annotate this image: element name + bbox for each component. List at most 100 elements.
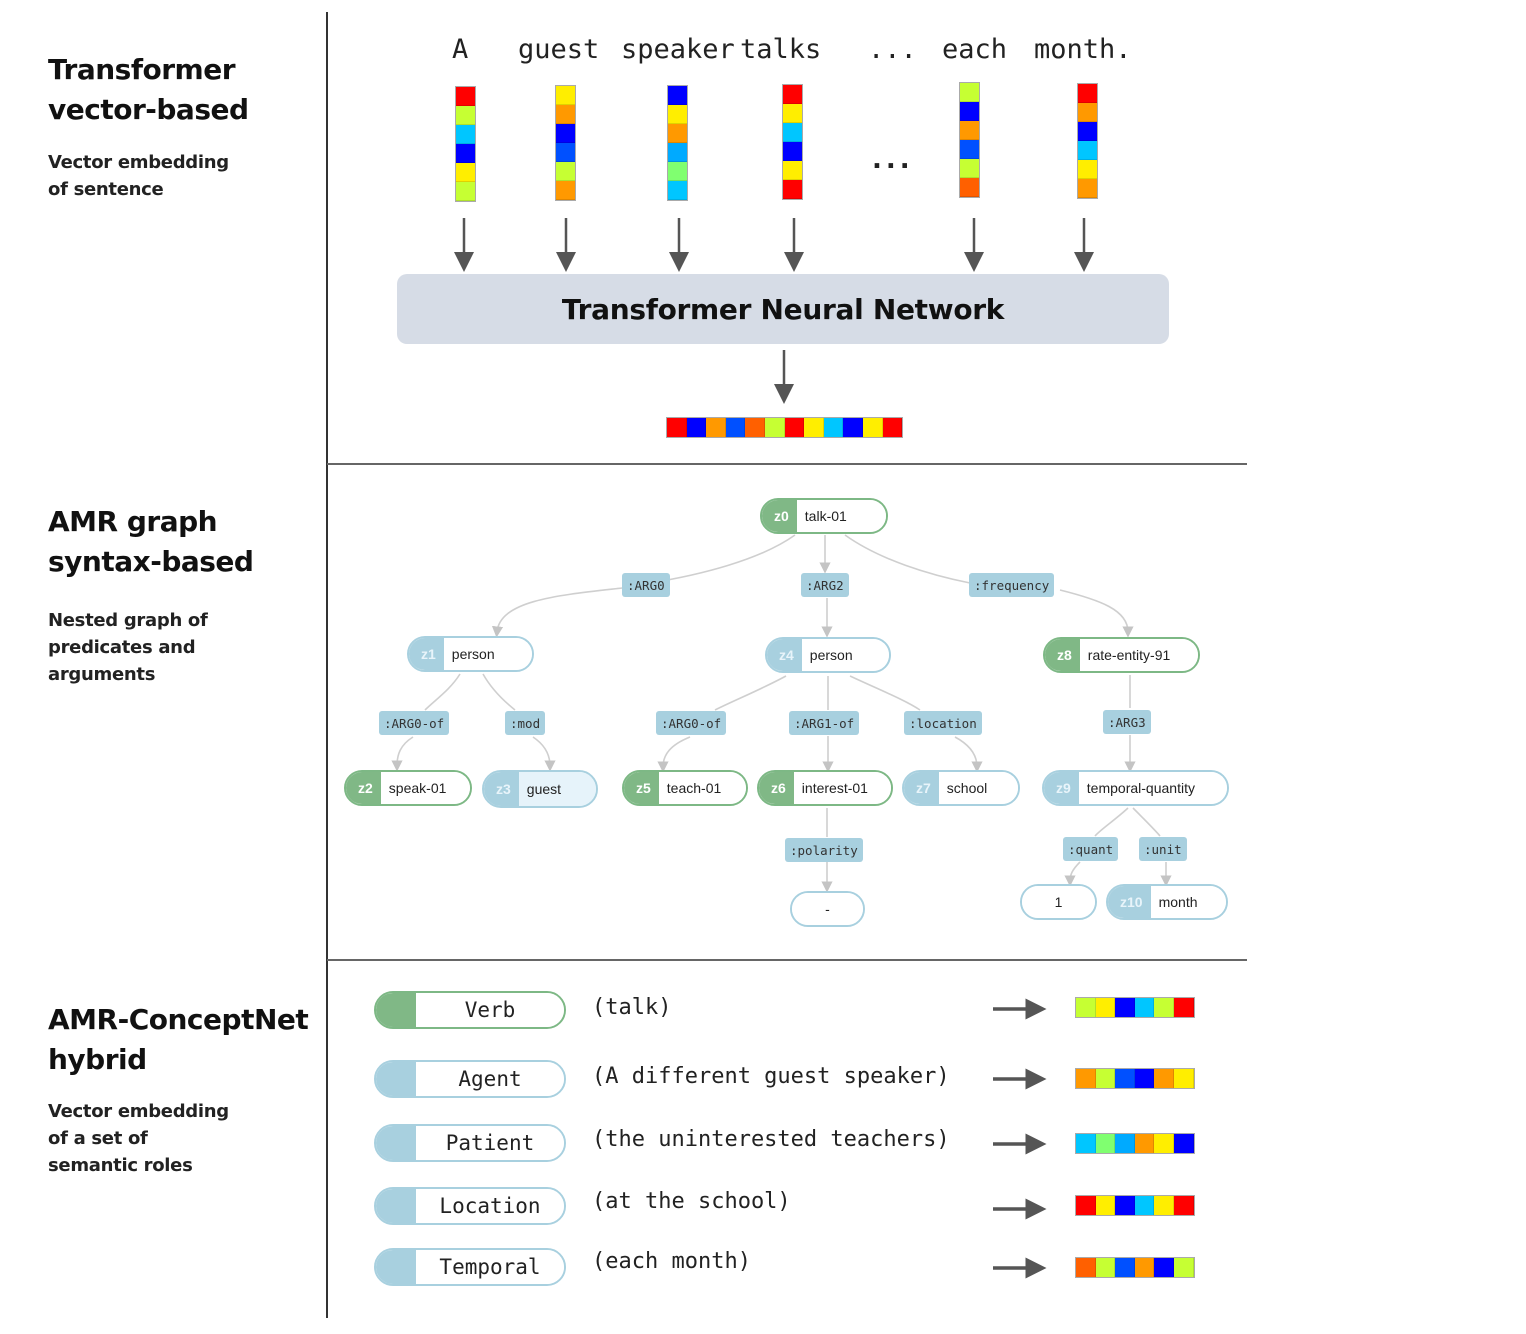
graph-edge [491,587,623,638]
vector-cell [1154,1258,1174,1277]
vector-cell [706,418,726,437]
amr-node-polarity-value[interactable]: - [790,891,865,927]
vector-cell [1154,1196,1174,1215]
amr-node-z4[interactable]: z4 person [765,637,891,673]
role-label: Location [416,1189,564,1223]
transformer-arrows [454,218,1094,404]
vector-cell [1076,1258,1096,1277]
graph-edge [482,673,516,711]
amr-node-z2[interactable]: z2 speak-01 [344,770,472,806]
vector-cell [1134,1196,1155,1215]
role-embedding-vector [1075,1133,1195,1154]
amr-node-z5[interactable]: z5 teach-01 [622,770,748,806]
node-label: teach-01 [658,772,746,804]
node-id: z2 [346,772,381,804]
vector-cell [1078,103,1097,122]
vector-cell [1078,122,1097,141]
vector-cell [1095,1196,1116,1215]
node-label: person [801,639,889,671]
edge-label: :polarity [785,838,863,862]
vector-cell [783,180,802,199]
vector-cell [1154,1069,1174,1088]
amr-node-z9[interactable]: z9 temporal-quantity [1042,770,1229,806]
edge-label: :ARG0 [622,573,670,597]
role-tab [376,1189,416,1223]
node-id: z10 [1108,886,1151,918]
role-phrase: (at the school) [592,1189,791,1214]
vector-cell [456,144,475,163]
token-vector [1077,83,1098,199]
vector-cell [960,140,979,159]
vector-cell [764,418,785,437]
amr-node-z1[interactable]: z1 person [407,636,534,672]
vector-cell [1134,1069,1155,1088]
role-embedding-vector [1075,997,1195,1018]
amr-node-z0[interactable]: z0 talk-01 [760,498,888,534]
section-subtitle: predicates and [48,637,196,658]
graph-edge [1059,589,1134,638]
node-id: z0 [762,500,797,532]
node-label: person [443,638,532,670]
vector-cell [882,418,903,437]
role-embedding-vector [1075,1068,1195,1089]
vector-cell [668,181,687,200]
amr-node-quant-value[interactable]: 1 [1020,884,1097,920]
role-pill[interactable]: Temporal [374,1248,566,1286]
section-title: syntax-based [48,545,254,578]
token-word: speaker [621,34,735,65]
section-subtitle: Vector embedding [48,152,229,173]
vector-cell [784,418,805,437]
vector-cell [1154,998,1174,1017]
network-label: Transformer Neural Network [561,292,1005,326]
amr-node-z10[interactable]: z10 month [1106,884,1228,920]
vector-cell [1095,1069,1116,1088]
role-pill[interactable]: Agent [374,1060,566,1098]
node-label: speak-01 [380,772,470,804]
vector-cell [556,86,575,105]
role-phrase: (talk) [592,995,672,1020]
node-label: rate-entity-91 [1079,639,1198,671]
section-title: AMR graph [48,505,218,538]
amr-node-z3[interactable]: z3 guest [482,770,598,808]
node-id: z3 [484,772,519,806]
amr-node-z7[interactable]: z7 school [902,770,1020,806]
vector-cell [556,181,575,200]
role-pill[interactable]: Patient [374,1124,566,1162]
ellipsis: ... [872,145,914,175]
graph-edge [649,534,796,584]
graph-edge [844,534,971,584]
amr-node-z8[interactable]: z8 rate-entity-91 [1043,637,1200,673]
section-title: hybrid [48,1043,147,1076]
vector-cell [668,162,687,181]
token-word: talks [740,34,822,65]
token-word: each [942,34,1008,65]
vector-cell [1173,1258,1194,1277]
section-subtitle: Vector embedding [48,1101,229,1122]
vector-cell [1095,1258,1116,1277]
graph-edge [532,736,556,772]
node-label: month [1150,886,1226,918]
vector-cell [1115,1258,1135,1277]
graph-edge [1132,807,1161,837]
vector-cell [804,418,824,437]
amr-node-z6[interactable]: z6 interest-01 [757,770,893,806]
vector-cell [783,161,802,180]
vector-cell [960,83,979,102]
node-label: talk-01 [796,500,886,532]
graph-edge [849,675,921,711]
role-pill[interactable]: Verb [374,991,566,1029]
token-vector [959,82,980,198]
token-word: A [452,34,469,65]
node-label: school [938,772,1018,804]
role-pill[interactable]: Location [374,1187,566,1225]
vector-cell [1078,141,1097,160]
vector-cell [556,105,575,124]
role-tab [376,993,416,1027]
graph-edge [1094,807,1129,837]
vector-cell [843,418,863,437]
vector-cell [668,143,687,162]
edge-label: :location [904,711,982,735]
vector-cell [456,87,475,106]
role-label: Temporal [416,1250,564,1284]
vector-cell [745,418,765,437]
